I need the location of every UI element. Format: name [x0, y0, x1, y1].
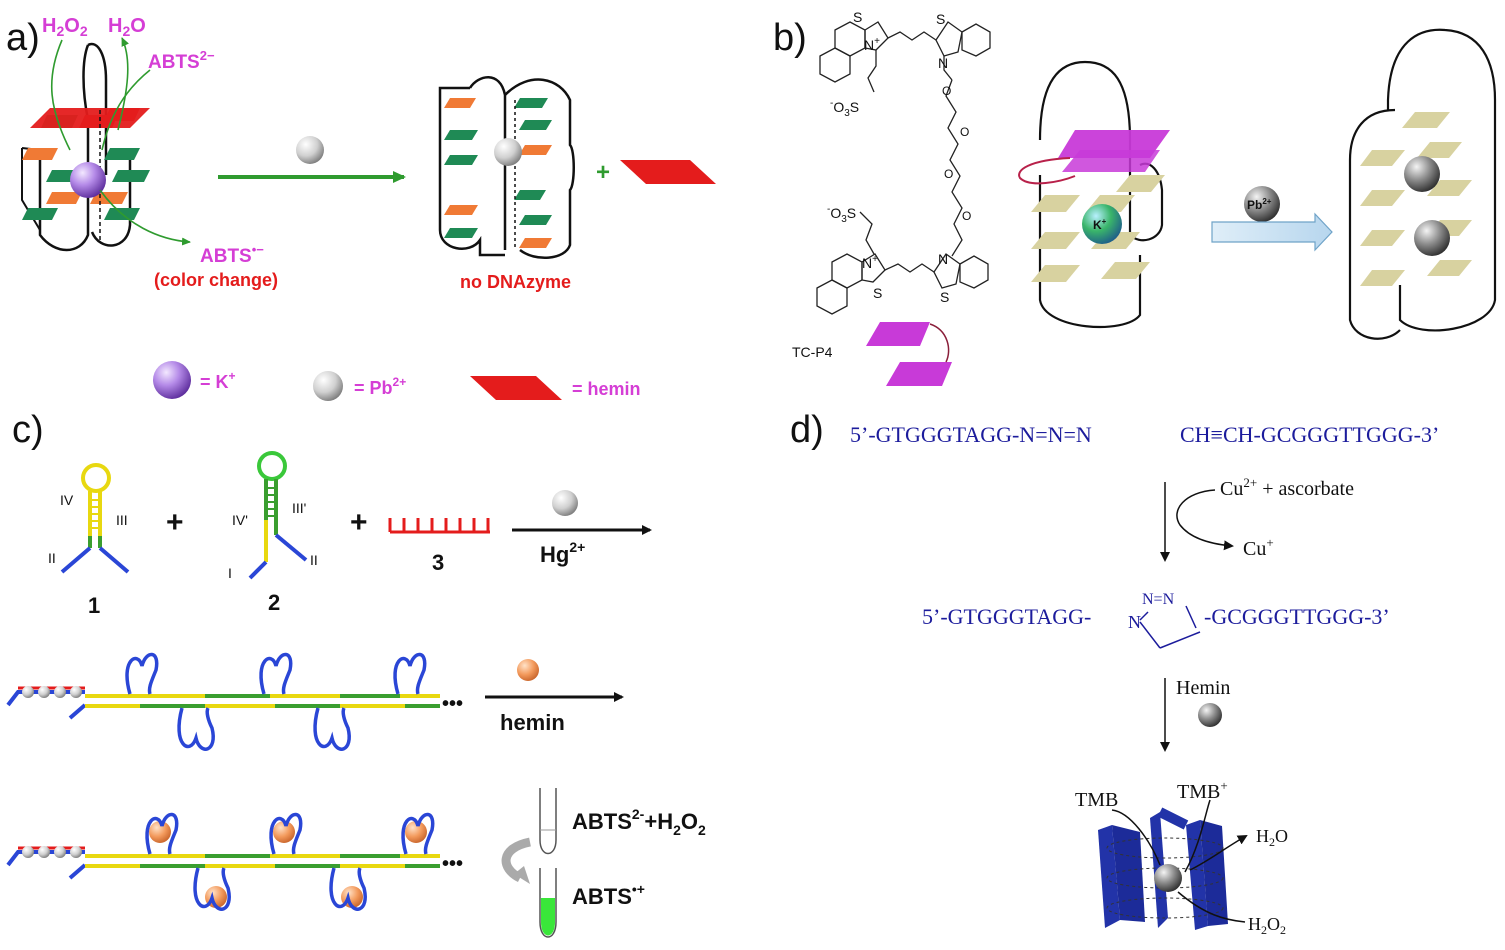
- roman-ii-b: II: [310, 552, 318, 568]
- abts-h2o2-label: ABTS2-+H2O2: [572, 806, 706, 838]
- pb-ion-b: [1244, 186, 1280, 222]
- so3-bottom: -O3S: [827, 204, 856, 225]
- triazole-ring: [1139, 605, 1201, 649]
- cu2-ascorbate: Cu2+ + ascorbate: [1220, 475, 1354, 500]
- legend-hemin-shape: [470, 376, 562, 400]
- roman-iv: IV: [60, 492, 74, 508]
- s-atom-3: S: [873, 285, 882, 301]
- hemin-label: hemin: [500, 710, 565, 735]
- roman-iii: III: [116, 512, 128, 528]
- label-1: 1: [88, 593, 100, 618]
- seq-alkyne: CH≡CH-GCGGGTTGGG-3’: [1180, 422, 1439, 447]
- tc-p4-label: TC-P4: [792, 344, 833, 360]
- roman-ii: II: [48, 550, 56, 566]
- roman-iii-prime: III': [292, 500, 306, 516]
- s-atom-2: S: [936, 11, 945, 27]
- color-change-label: (color change): [154, 270, 278, 290]
- plus-sign: +: [596, 159, 610, 186]
- legend-k-label: = K+: [200, 369, 236, 392]
- panel-c-label: c): [12, 409, 44, 451]
- g-quadruplex-with-hemin: [21, 42, 150, 252]
- plus-1: +: [166, 506, 184, 539]
- roman-i: I: [228, 565, 232, 581]
- abts2-label: ABTS2−: [148, 48, 215, 73]
- so3-top: -O3S: [830, 98, 859, 119]
- s-atom-4: S: [940, 289, 949, 305]
- plus-2: +: [350, 506, 368, 539]
- abts-radical-c-label: ABTS•+: [572, 881, 645, 909]
- quadruplex-3d: [1098, 799, 1248, 930]
- quadruplex-k-tc: K+: [1018, 60, 1170, 329]
- hairpin-1: [60, 463, 130, 574]
- panel-b-label: b): [773, 17, 807, 59]
- o-atom-3: O: [944, 167, 953, 181]
- g-quadruplex-pb: [438, 76, 575, 260]
- n-atom-2: N: [938, 251, 948, 267]
- triazole-n: N: [1128, 612, 1141, 632]
- seq-azide: 5’-GTGGGTAGG-N=N=N: [850, 422, 1092, 447]
- o-atom-4: O: [962, 209, 971, 223]
- legend-hemin-label: = hemin: [572, 379, 641, 399]
- seq-triazole-right: -GCGGGTTGGG-3’: [1204, 604, 1390, 629]
- hemin-free: [620, 160, 716, 184]
- h2o2-d-label: H2O2: [1248, 914, 1286, 937]
- panel-a: a) H2O2 H2O ABTS2−: [6, 15, 716, 401]
- k-ion-sphere: [70, 162, 106, 198]
- panel-c: c) IV III II 1 +: [6, 409, 706, 938]
- legend: = K+ = Pb2+ = hemin: [153, 361, 641, 401]
- tmb-label: TMB: [1075, 789, 1118, 811]
- legend-pb-sphere: [313, 371, 343, 401]
- n-plus-atom-1: N+: [864, 36, 880, 53]
- panel-d-label: d): [790, 409, 824, 451]
- abts-radical-label: ABTS•−: [200, 242, 264, 267]
- panel-a-label: a): [6, 17, 40, 59]
- hemin-d-label: Hemin: [1176, 677, 1230, 699]
- quadruplex-pb-product: [1348, 28, 1497, 340]
- h2o2-label: H2O2: [42, 15, 88, 39]
- seq-triazole-left: 5’-GTGGGTAGG-: [922, 604, 1091, 629]
- hemin-d-sphere: [1198, 703, 1222, 727]
- label-2: 2: [268, 590, 280, 615]
- panel-d: d) 5’-GTGGGTAGG-N=N=N CH≡CH-GCGGGTTGGG-3…: [790, 409, 1439, 937]
- curved-arrow: [1176, 489, 1234, 551]
- conversion-arrow: [1211, 212, 1333, 252]
- hg-sphere: [552, 490, 578, 516]
- test-tubes: [501, 788, 557, 938]
- chain-2: [6, 812, 440, 911]
- ellipsis-1: •••: [442, 693, 463, 715]
- pb-ion-sphere: [296, 136, 324, 164]
- o-atom-2: O: [960, 125, 969, 139]
- k-ion-blue: [1082, 204, 1122, 244]
- chain-1: [6, 652, 440, 751]
- legend-k-sphere: [153, 361, 191, 399]
- panel-b: b) S S N+ N -O3S: [773, 9, 1497, 386]
- o-atom-1: O: [942, 84, 951, 98]
- n-plus-atom-2: N+: [862, 254, 878, 271]
- tc-structure: [816, 21, 991, 315]
- tmb-plus-label: TMB+: [1177, 778, 1228, 803]
- hemin-sphere: [517, 659, 539, 681]
- ellipsis-2: •••: [442, 853, 463, 875]
- no-dnazyme-label: no DNAzyme: [460, 272, 571, 292]
- hg-label: Hg2+: [540, 539, 585, 567]
- roman-iv-prime: IV': [232, 512, 248, 528]
- strand-3: [388, 518, 490, 534]
- h2o-label: H2O: [108, 15, 146, 39]
- s-atom-1: S: [853, 9, 862, 25]
- tc-p4-icon: [866, 322, 952, 386]
- label-3: 3: [432, 550, 444, 575]
- legend-pb-label: = Pb2+: [354, 375, 406, 398]
- hairpin-2: [248, 451, 308, 580]
- triazole-nn: N=N: [1142, 591, 1175, 608]
- h2o-d-label: H2O: [1256, 826, 1288, 849]
- cu1-label: Cu+: [1243, 535, 1274, 560]
- n-atom-1: N: [938, 55, 948, 71]
